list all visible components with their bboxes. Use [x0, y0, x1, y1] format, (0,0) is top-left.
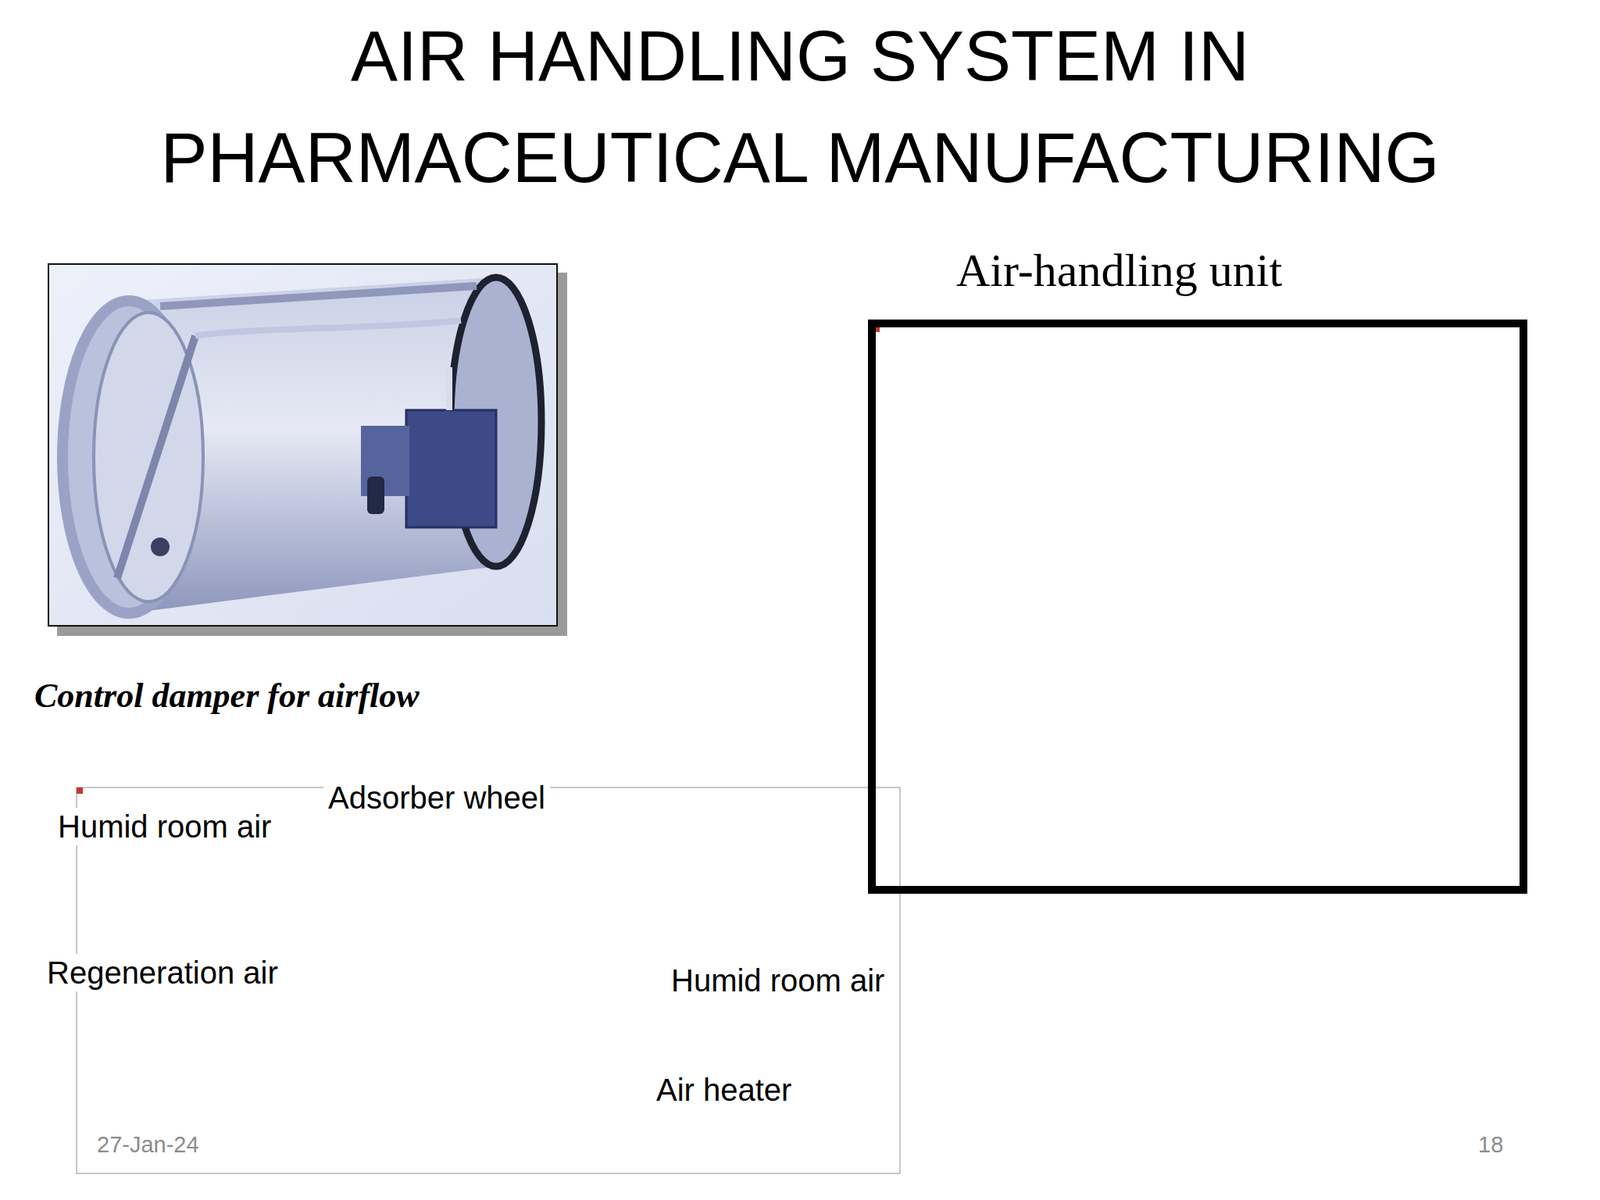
image-box: Air-handling unit — [867, 319, 1528, 894]
unit-heading: Air-handling unit — [956, 242, 1283, 298]
flow-label: Humid room air — [53, 807, 276, 846]
caption: Control damper for airflow — [34, 675, 420, 718]
part-label: Adsorber wheel — [323, 778, 550, 817]
photo-frame: Control damper for airflow — [47, 263, 558, 627]
page-number: 18 — [1473, 1130, 1508, 1159]
slide-title: AIR HANDLING SYSTEM IN PHARMACEUTICAL MA… — [57, 5, 1543, 209]
damper-photo — [47, 263, 558, 627]
flow-label: Regeneration air — [42, 953, 283, 992]
slide-date: 27-Jan-24 — [92, 1130, 204, 1159]
part-label: Air heater — [651, 1071, 797, 1109]
broken-image-frame — [76, 325, 900, 1174]
flow-label: Humid room air — [666, 961, 890, 1000]
